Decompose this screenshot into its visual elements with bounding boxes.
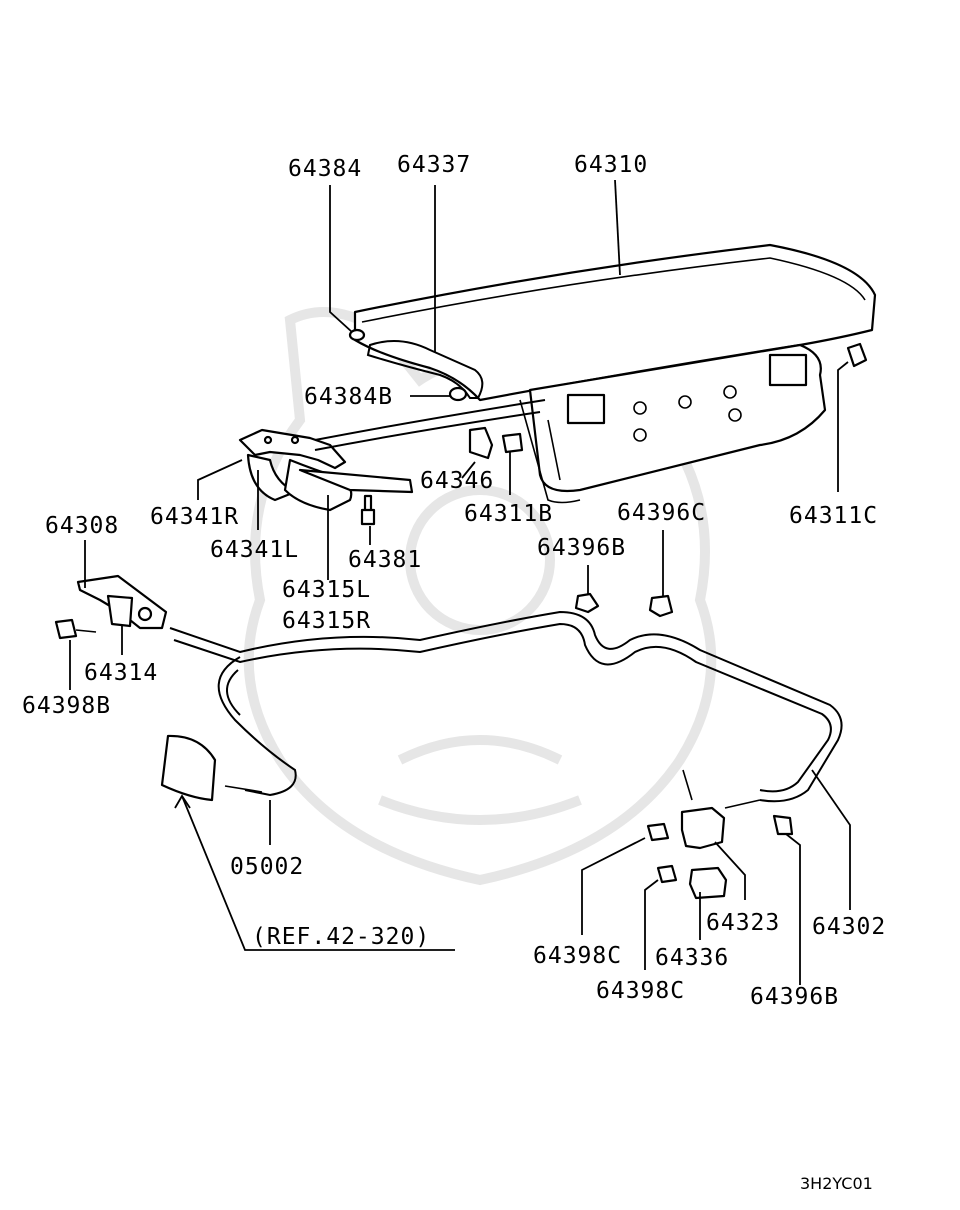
label-64310: 64310 <box>574 152 648 178</box>
label-64315L: 64315L <box>282 577 371 603</box>
label-64341R: 64341R <box>150 504 239 530</box>
bumper-64311B <box>501 432 524 454</box>
label-64337: 64337 <box>397 152 471 178</box>
label-64336: 64336 <box>655 945 729 971</box>
label-64384: 64384 <box>288 156 362 182</box>
label-64398C-b: 64398C <box>596 978 685 1004</box>
label-64323: 64323 <box>706 910 780 936</box>
leader-lines <box>69 179 851 985</box>
label-64398B: 64398B <box>22 693 111 719</box>
bracket-64346 <box>468 426 494 460</box>
release-handle-64308 <box>76 574 168 630</box>
label-64311B: 64311B <box>464 501 553 527</box>
label-ref: (REF.42-320) <box>252 924 430 950</box>
label-64315R: 64315R <box>282 608 371 634</box>
clip-64396B-bottom <box>772 814 794 836</box>
bolt-64398C-b <box>656 864 678 884</box>
label-64308: 64308 <box>45 513 119 539</box>
label-64398C-a: 64398C <box>533 943 622 969</box>
label-64314: 64314 <box>84 660 158 686</box>
clip-64396C <box>648 594 674 618</box>
label-64381: 64381 <box>348 547 422 573</box>
label-64302: 64302 <box>812 914 886 940</box>
label-64396C: 64396C <box>617 500 706 526</box>
label-64396B-top: 64396B <box>537 535 626 561</box>
fuel-door-05002 <box>160 734 217 802</box>
label-64311C: 64311C <box>789 503 878 529</box>
bumper-64311C <box>846 342 868 368</box>
label-64396B-bottom: 64396B <box>750 984 839 1010</box>
part-labels: 64384 64337 64310 64384B 64346 64311B 64… <box>22 152 886 1193</box>
label-05002: 05002 <box>230 854 304 880</box>
bolt-64398C-a <box>646 822 670 842</box>
striker-64336 <box>688 866 728 900</box>
label-64346: 64346 <box>420 468 494 494</box>
weatherstrip-64337 <box>366 340 484 399</box>
release-cable-64302 <box>169 610 843 803</box>
bumper-64384 <box>348 328 366 342</box>
screw-64398B <box>54 618 78 640</box>
label-64384B: 64384B <box>304 384 393 410</box>
clip-64396B-top <box>574 592 600 614</box>
label-64341L: 64341L <box>210 537 299 563</box>
trunk-lid <box>353 243 877 504</box>
bolt-64381 <box>360 494 376 526</box>
diagram-code: 3H2YC01 <box>800 1174 873 1193</box>
latch-64323 <box>680 769 761 850</box>
bumper-64384B <box>448 386 468 402</box>
hinge-assembly <box>238 399 546 512</box>
